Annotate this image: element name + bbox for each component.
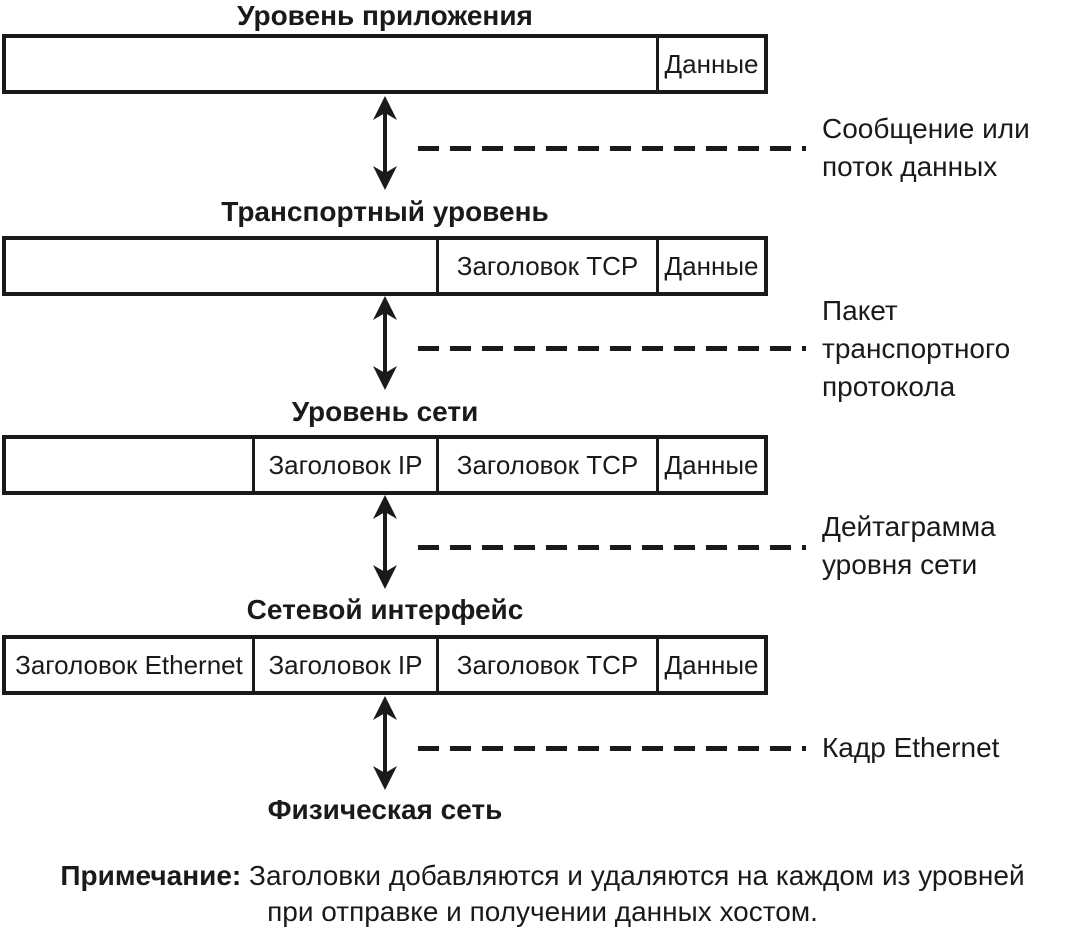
double-arrow-icon — [373, 696, 397, 790]
cell-payload-empty — [6, 240, 436, 292]
cell-payload-empty — [6, 439, 252, 491]
side-label-line: уровня сети — [822, 549, 978, 580]
cell-data-label: Данные — [656, 639, 764, 691]
cell-ip-header-label: Заголовок IP — [252, 639, 436, 691]
footnote-line-1: Примечание: Заголовки добавляются и удал… — [0, 858, 1085, 894]
layer-title-network: Уровень сети — [291, 396, 479, 427]
cell-tcp-header-label: Заголовок TCP — [436, 240, 656, 292]
packet-box-application: Данные — [2, 34, 768, 94]
side-label-line: Пакет — [822, 295, 898, 326]
cell-payload-empty — [6, 38, 656, 90]
footnote-text-1: Заголовки добавляются и удаляются на каж… — [249, 860, 1025, 891]
cell-ip-header-label: Заголовок IP — [252, 439, 436, 491]
cell-ethernet-header-label: Заголовок Ethernet — [15, 650, 243, 680]
cell-data-label: Данные — [656, 439, 764, 491]
side-label-line: транспортного — [822, 333, 1011, 364]
side-label-line: поток данных — [822, 151, 998, 182]
side-label-line: Дейтаграмма — [822, 511, 996, 542]
side-label-packet: Пакет транспортного протокола — [822, 292, 1010, 406]
side-label-frame: Кадр Ethernet — [822, 729, 999, 767]
cell-data-label: Данные — [656, 240, 764, 292]
footnote-label: Примечание: — [60, 860, 242, 891]
side-label-line: Кадр Ethernet — [822, 732, 1000, 763]
cell-tcp-header-label: Заголовок TCP — [436, 439, 656, 491]
dashed-connector-line — [418, 346, 806, 351]
packet-box-interface: Заголовок Ethernet Заголовок IP Заголово… — [2, 635, 768, 695]
dashed-connector-line — [418, 545, 806, 550]
packet-box-network: Заголовок IP Заголовок TCP Данные — [2, 435, 768, 495]
side-label-datagram: Дейтаграмма уровня сети — [822, 508, 996, 584]
double-arrow-icon — [373, 296, 397, 390]
dashed-connector-line — [418, 746, 806, 751]
dashed-connector-line — [418, 146, 806, 151]
layer-title-transport: Транспортный уровень — [221, 196, 549, 227]
layer-title-physical: Физическая сеть — [267, 794, 503, 825]
double-arrow-icon — [373, 495, 397, 589]
layer-title-application: Уровень приложения — [237, 0, 533, 31]
cell-tcp-header-label: Заголовок TCP — [436, 639, 656, 691]
side-label-line: Сообщение или — [822, 113, 1030, 144]
side-label-line: протокола — [822, 371, 956, 402]
side-label-message: Сообщение или поток данных — [822, 110, 1030, 186]
cell-data-label: Данные — [656, 38, 764, 90]
footnote: Примечание: Заголовки добавляются и удал… — [0, 858, 1085, 930]
packet-box-transport: Заголовок TCP Данные — [2, 236, 768, 296]
double-arrow-icon — [373, 96, 397, 190]
footnote-text-2: при отправке и получении данных хостом. — [267, 896, 818, 927]
layer-title-interface: Сетевой интерфейс — [246, 594, 524, 625]
